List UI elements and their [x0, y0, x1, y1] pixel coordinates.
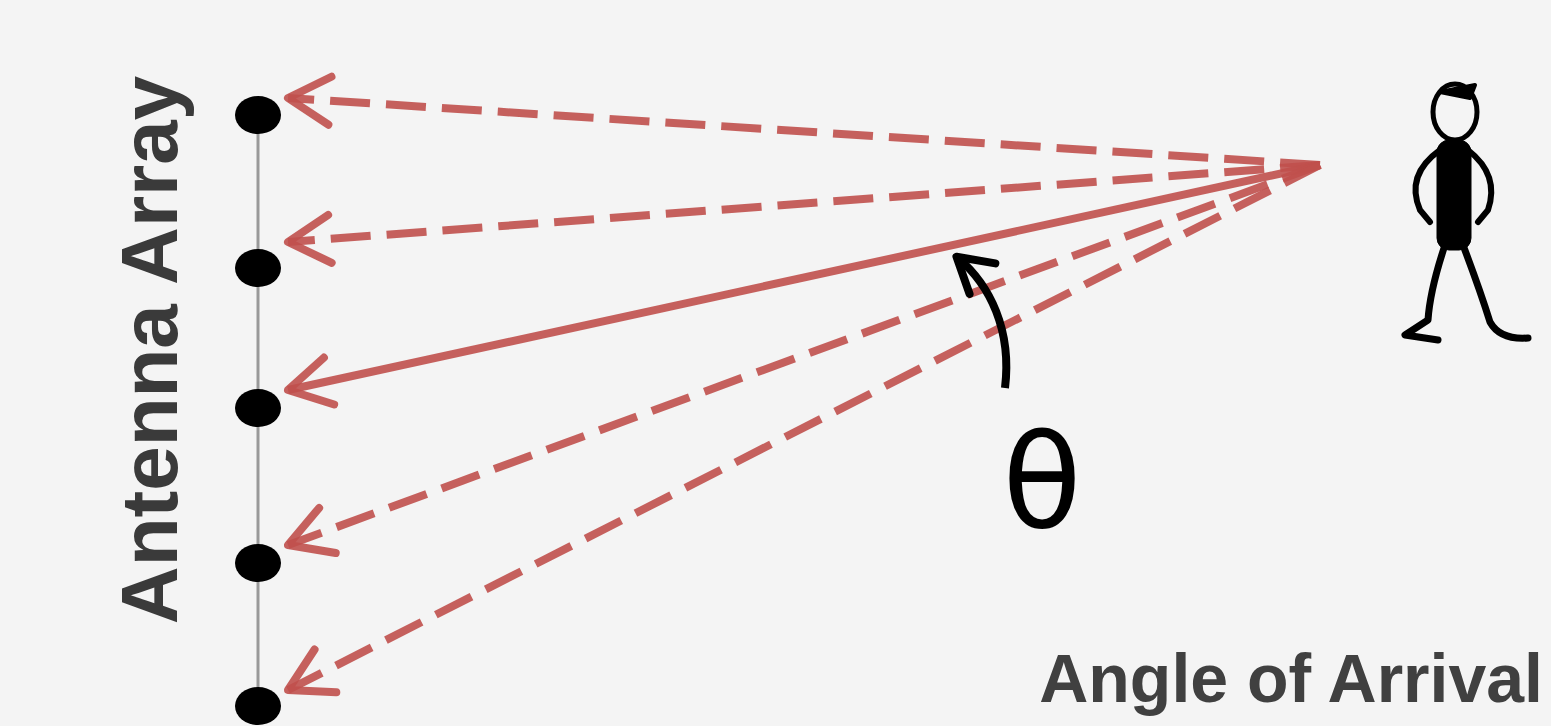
antenna-elements — [235, 96, 281, 725]
person-figure — [1405, 84, 1528, 340]
angle-arrow — [958, 258, 1006, 388]
caption-label: Angle of Arrival — [1039, 641, 1543, 716]
signal-paths — [288, 98, 1320, 690]
angle-symbol: θ — [1002, 411, 1082, 554]
array-label: Antenna Array — [106, 76, 194, 624]
